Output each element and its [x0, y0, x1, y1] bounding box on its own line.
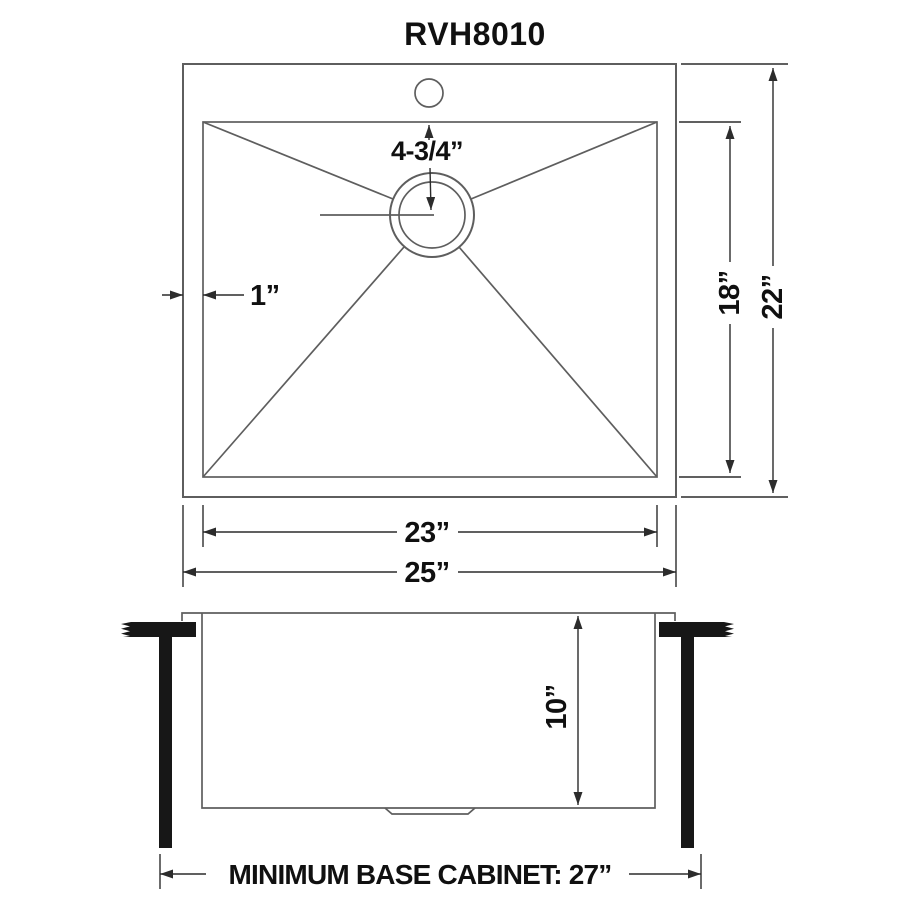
slope-line-bottom-right: [458, 246, 658, 478]
dimension-line: [426, 167, 436, 211]
side-view-drawing: 10” MINIMUM BASE CABINET: 27”: [121, 612, 734, 890]
dim-rim-width-label: 1”: [250, 280, 280, 312]
dim-min-base-cabinet: MINIMUM BASE CABINET: 27”: [159, 854, 702, 890]
dim-bowl-depth: 10”: [541, 616, 583, 805]
faucet-hole: [414, 78, 444, 108]
top-view-drawing: 4-3/4” 1” 18” 22”: [162, 63, 789, 589]
dim-drain-offset-label: 4-3/4”: [391, 136, 463, 166]
dim-min-base-cabinet-label: MINIMUM BASE CABINET: 27”: [229, 859, 612, 890]
cabinet-side-right: [681, 637, 694, 848]
sink-outer-rim-outline: [182, 63, 677, 498]
dim-overall-left-to-right: 25”: [182, 505, 677, 589]
countertop-section-left: [121, 622, 196, 637]
dim-overall-front-to-back: 22”: [681, 63, 789, 498]
cabinet-side-left: [159, 637, 172, 848]
bowl-profile-outline: [201, 613, 656, 809]
countertop-section-right: [659, 622, 734, 637]
drain-recess: [384, 807, 476, 815]
rim-flange-line: [181, 612, 676, 621]
dim-drain-offset: 4-3/4”: [391, 125, 464, 211]
dim-bowl-front-to-back: 18”: [679, 121, 746, 478]
slope-line-top-right: [470, 121, 658, 200]
dim-bowl-front-to-back-label: 18”: [714, 270, 746, 315]
sink-bowl-outline: [202, 121, 658, 478]
dim-overall-left-to-right-label: 25”: [404, 557, 449, 589]
dim-overall-front-to-back-label: 22”: [757, 274, 789, 319]
slope-line-bottom-left: [202, 246, 405, 478]
dim-rim-width: 1”: [162, 280, 280, 312]
dim-bowl-left-to-right-label: 23”: [404, 517, 449, 549]
model-number-title: RVH8010: [404, 16, 546, 52]
dim-bowl-left-to-right: 23”: [202, 505, 658, 549]
slope-line-top-left: [202, 121, 394, 200]
dim-bowl-depth-label: 10”: [541, 684, 573, 729]
